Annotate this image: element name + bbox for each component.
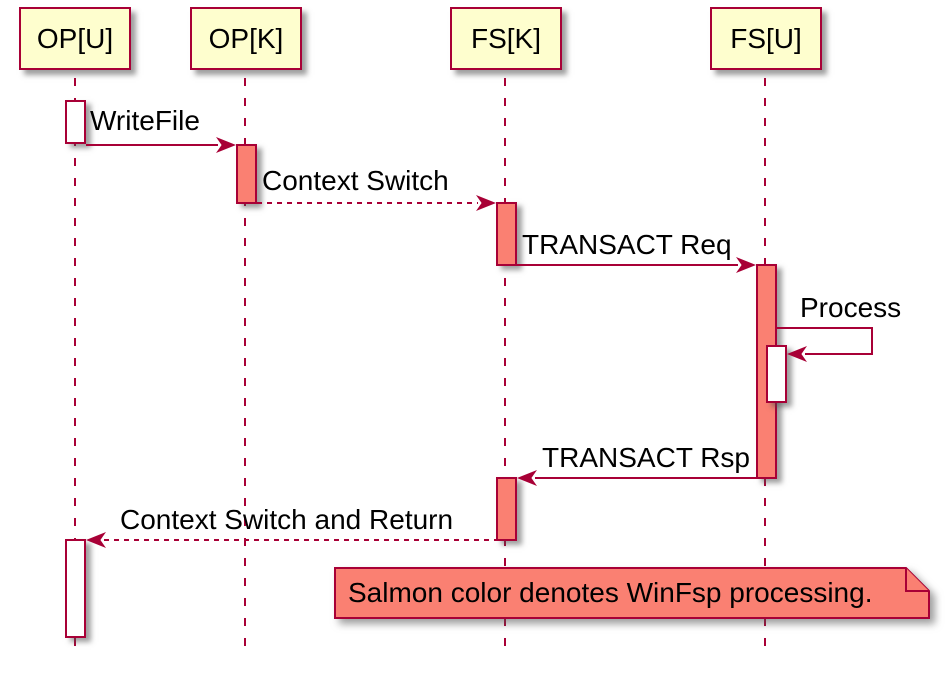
- participant-fs-k: FS[K]: [450, 7, 562, 70]
- activation-op-u-start: [65, 100, 86, 144]
- message-label-writefile: WriteFile: [90, 105, 200, 136]
- note-shape: [334, 567, 930, 619]
- message-label-context-switch: Context Switch: [262, 165, 449, 196]
- self-message-top-line: [777, 327, 873, 329]
- message-line-context-switch-return: [104, 539, 496, 541]
- message-label-context-switch-return: Context Switch and Return: [120, 504, 454, 535]
- arrowhead-left-icon: [86, 532, 106, 548]
- activation-fs-u-process: [766, 345, 787, 403]
- participant-label: FS[U]: [730, 22, 802, 54]
- participant-op-k: OP[K]: [190, 7, 302, 70]
- activation-op-k: [236, 144, 257, 204]
- message-line-writefile: [86, 144, 218, 146]
- lifeline-op-u: [74, 78, 76, 650]
- participant-op-u: OP[U]: [19, 7, 131, 70]
- arrowhead-right-icon: [736, 257, 756, 273]
- activation-fs-k-request: [496, 202, 517, 266]
- note-text: Salmon color denotes WinFsp processing.: [348, 577, 873, 608]
- message-label-transact-req: TRANSACT Req: [522, 229, 732, 260]
- note: Salmon color denotes WinFsp processing.: [334, 567, 930, 619]
- activation-op-u-end: [65, 539, 86, 638]
- lifeline-fs-k: [504, 78, 506, 650]
- self-message-bottom-line: [805, 353, 873, 355]
- self-message-vertical-line: [871, 327, 873, 355]
- arrowhead-right-icon: [476, 195, 496, 211]
- participant-label: FS[K]: [470, 22, 541, 54]
- activation-fs-k-response: [496, 477, 517, 541]
- lifeline-op-k: [244, 78, 246, 650]
- message-line-transact-rsp: [535, 477, 756, 479]
- arrowhead-right-icon: [216, 137, 236, 153]
- arrowhead-left-icon: [787, 346, 807, 362]
- message-line-context-switch: [257, 202, 478, 204]
- message-label-process: Process: [800, 292, 902, 323]
- participant-label: OP[K]: [208, 22, 284, 54]
- message-label-transact-rsp: TRANSACT Rsp: [542, 442, 750, 473]
- participant-fs-u: FS[U]: [710, 7, 822, 70]
- message-line-transact-req: [517, 264, 738, 266]
- participant-label: OP[U]: [36, 22, 114, 54]
